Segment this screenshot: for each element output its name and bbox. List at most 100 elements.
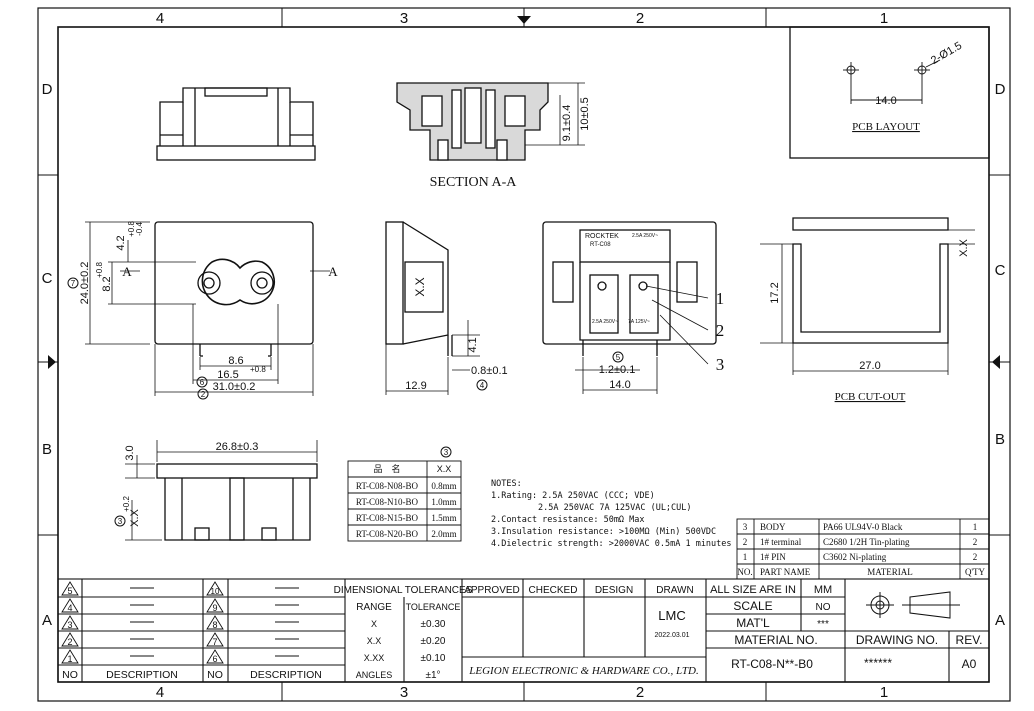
- zone-col-top-4: 1: [880, 10, 888, 27]
- dim-tol-title: DIMENSIONAL TOLERANCES: [334, 585, 473, 596]
- balloon-2-circle: [197, 388, 209, 400]
- notes-line-5: 4.Dielectric strength: >2000VAC 0.5mA 1 …: [491, 539, 732, 549]
- bottom-dims: [125, 440, 318, 541]
- variant-balloon-circle: [440, 446, 452, 458]
- variant-row-3-xx: 1.5mm: [431, 513, 456, 523]
- top-view: [156, 87, 316, 161]
- material-no-label: MATERIAL NO.: [734, 633, 817, 647]
- variant-row-2-xx: 1.0mm: [431, 497, 456, 507]
- section-view: [396, 82, 549, 161]
- checked-label: CHECKED: [529, 585, 578, 596]
- rev-left-4: 4: [67, 603, 72, 613]
- notes-line-2: 2.5A 250VAC 7A 125VAC (UL;CUL): [538, 503, 692, 513]
- drawing-no: ******: [864, 656, 892, 670]
- company-name: LEGION ELECTRONIC & HARDWARE CO., LTD.: [468, 665, 698, 677]
- bottom-dim-26-8: 26.8±0.3: [216, 441, 259, 453]
- zone-col-bot-4: 1: [880, 684, 888, 701]
- front-dim-16-5-tol: +0.8: [250, 365, 266, 374]
- cutout-label: PCB CUT-OUT: [835, 391, 906, 403]
- notes-line-3: 2.Contact resistance: 50mΩ Max: [491, 515, 645, 525]
- tol-row-3-range: X.XX: [364, 653, 385, 663]
- balloon-6: 6: [200, 378, 205, 387]
- parts-header-no: NO.: [737, 567, 752, 577]
- zone-row-right-a: A: [995, 612, 1005, 629]
- parts-row-1-material: PA66 UL94V-0 Black: [823, 522, 903, 532]
- variant-table: [347, 460, 462, 542]
- drawing-no-label: DRAWING NO.: [856, 633, 938, 647]
- variant-row-4-xx: 2.0mm: [431, 529, 456, 539]
- rev-left-2: 2: [67, 637, 72, 647]
- balloon-7-circle: [67, 277, 79, 289]
- rear-brand: ROCKTEK: [585, 233, 619, 240]
- balloon-6-circle: [196, 376, 208, 388]
- rev-right-6: 6: [212, 654, 217, 664]
- zone-row-right-d: D: [995, 81, 1006, 98]
- variant-row-2-name: RT-C08-N10-BO: [356, 497, 419, 507]
- side-dims: [385, 320, 480, 395]
- parts-row-2-qty: 2: [973, 537, 978, 547]
- balloon-4-circle: [476, 379, 488, 391]
- revision-triangles: [61, 581, 224, 664]
- tol-row-4-range: ANGLES: [356, 670, 393, 680]
- front-dim-4-2-tol2: -0.4: [135, 222, 144, 236]
- balloon-5-circle: [612, 351, 624, 363]
- parts-row-3-material: C3602 Ni-plating: [823, 552, 887, 562]
- design-label: DESIGN: [595, 585, 633, 596]
- rev-value: A0: [962, 657, 977, 671]
- front-dim-8-6: 8.6: [228, 355, 243, 367]
- rear-dim-1-2: 1.2±0.1: [599, 364, 636, 376]
- bottom-view: [156, 463, 318, 541]
- pcb-layout-box: [789, 26, 990, 159]
- section-dim-2: 10±0.5: [579, 97, 591, 131]
- zone-row-left-c: C: [42, 270, 53, 287]
- tol-row-4-value: ±1°: [425, 670, 440, 681]
- center-mark-left: [48, 355, 56, 369]
- side-dim-12-9: 12.9: [405, 380, 426, 392]
- zone-row-right-c: C: [995, 262, 1006, 279]
- rear-rating-1: 2.5A 250V~: [632, 233, 658, 239]
- drawn-date: 2022.03.01: [654, 632, 689, 639]
- rear-view: [542, 221, 717, 356]
- parts-row-3-qty: 2: [973, 552, 978, 562]
- tol-row-1-range: X: [371, 619, 377, 629]
- variant-row-1-name: RT-C08-N08-BO: [356, 481, 419, 491]
- variant-row-1-xx: 0.8mm: [431, 481, 456, 491]
- bottom-dim-3: 3.0: [124, 445, 136, 460]
- center-mark-top: [517, 16, 531, 24]
- size-label: ALL SIZE ARE IN: [710, 584, 796, 596]
- front-dim-4-2-tol: +0.8: [127, 221, 136, 237]
- front-view: [154, 221, 314, 357]
- parts-row-1-name: BODY: [760, 522, 786, 532]
- zone-col-bot-2: 3: [400, 684, 408, 701]
- zone-row-left-b: B: [42, 441, 52, 458]
- side-view: [385, 221, 453, 356]
- cutout-dims: [760, 229, 975, 375]
- section-label: SECTION A-A: [430, 175, 518, 190]
- pcb-layout-drawing: [843, 59, 941, 104]
- zone-col-bot-1: 4: [156, 684, 164, 701]
- material-no: RT-C08-N**-B0: [731, 657, 813, 671]
- balloon-2: 2: [201, 390, 206, 399]
- front-dims: [85, 221, 330, 396]
- approved-label: APPROVED: [464, 585, 520, 596]
- zone-row-left-a: A: [42, 612, 52, 629]
- rear-callout-2: 2: [716, 321, 725, 340]
- side-xx: X.X: [413, 277, 427, 296]
- parts-row-2-material: C2680 1/2H Tin-plating: [823, 537, 910, 547]
- cutout-xx: X.X: [958, 238, 970, 256]
- rev-no-left: NO: [62, 669, 78, 681]
- tol-row-3-value: ±0.10: [421, 653, 446, 664]
- balloon-4: 4: [480, 381, 485, 390]
- pcb-hole-label: 2-Ø1.5: [929, 40, 964, 67]
- center-mark-right: [992, 355, 1000, 369]
- variant-header-xx: X.X: [437, 464, 452, 474]
- front-dim-4-2: 4.2: [115, 235, 127, 250]
- tol-tolerance-label: TOLERANCE: [406, 602, 461, 612]
- rev-right-10: 10: [211, 587, 220, 596]
- parts-header-material: MATERIAL: [867, 567, 913, 577]
- rear-model: RT-C08: [590, 242, 611, 248]
- rear-callout-1: 1: [716, 289, 725, 308]
- front-dim-31: 31.0±0.2: [213, 381, 256, 393]
- side-dim-4-1: 4.1: [467, 337, 479, 352]
- rev-label: REV.: [956, 633, 983, 647]
